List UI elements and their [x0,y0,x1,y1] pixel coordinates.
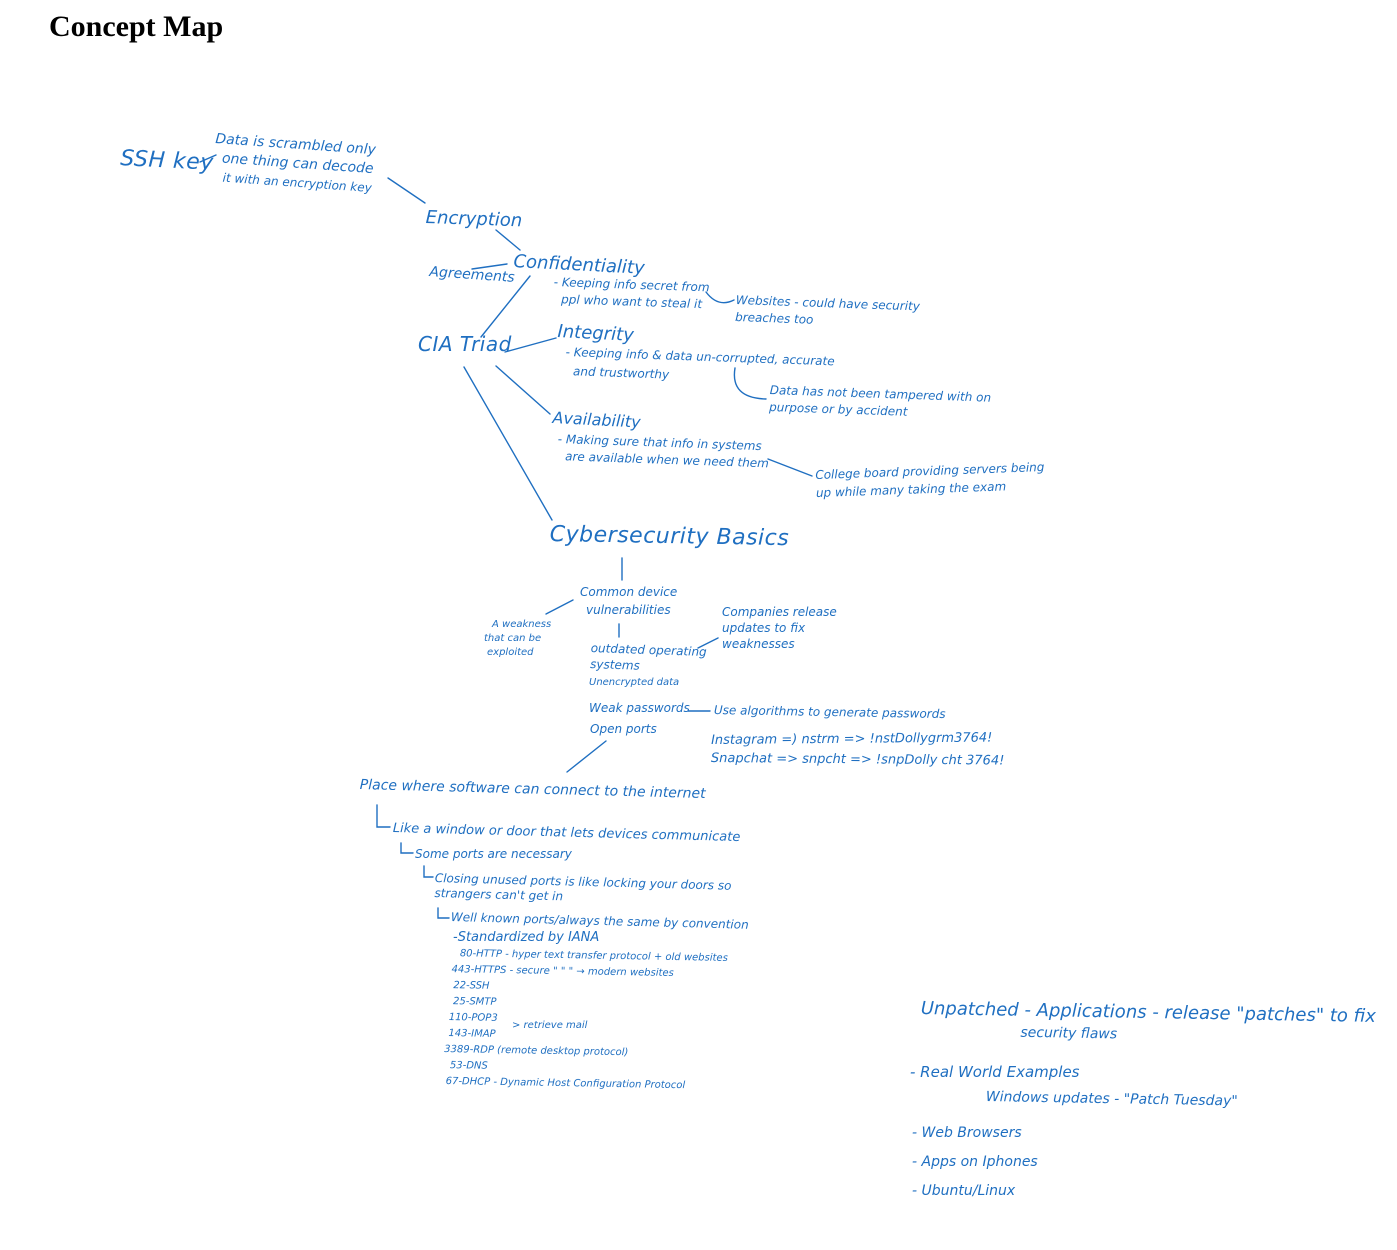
node-outdated-os: outdated operating systems [590,640,707,676]
link-encryption-confidentiality [495,229,521,251]
node-encryption-description: Data is scrambled only one thing can dec… [212,130,377,198]
node-agreements: Agreements [428,264,516,286]
link-cia-availability [495,365,551,415]
node-real-world-examples: - Real World Examples [910,1063,1080,1081]
node-outdated-os-note: Companies release updates to fix weaknes… [722,604,837,652]
text-line: vulnerabilities [586,603,671,617]
node-ports-definition: Place where software can connect to the … [359,777,706,803]
link-cia-cybersecurity [463,366,553,521]
text-line: exploited [487,647,534,658]
node-availability-description: - Making sure that info in systems are a… [557,431,770,472]
link-ports-l4 [437,907,450,919]
node-confidentiality-description: - Keeping info secret from ppl who want … [553,274,710,313]
link-ports-l1 [376,804,391,828]
link-desc-encryption [387,177,426,204]
node-ports-iana: -Standardized by IANA [453,930,600,945]
node-open-ports: Open ports [590,722,657,736]
node-apps-iphones: - Apps on Iphones [912,1154,1038,1170]
node-common-vulnerabilities: Common device vulnerabilities [580,583,677,619]
node-ubuntu-linux: - Ubuntu/Linux [912,1183,1016,1199]
link-open-ports-def [566,740,607,773]
node-unencrypted-data: Unencrypted data [589,677,680,688]
node-cia-triad: CIA Triad [418,332,512,356]
link-ports-l3 [423,865,434,878]
node-password-example-2: Snapchat => snpcht => !snpDolly cht 3764… [710,751,1005,769]
node-cybersecurity-basics: Cybersecurity Basics [549,522,790,552]
node-ssh-key: SSH key [119,146,215,176]
node-password-example-1: Instagram =) nstrm => !nstDollygrm3764! [710,730,993,748]
node-availability-example: College board providing servers being up… [815,458,1045,502]
text-line: weaknesses [722,637,795,651]
node-weak-passwords-note: Use algorithms to generate passwords [713,703,946,722]
page-title: Concept Map [49,10,224,43]
node-web-browsers: - Web Browsers [912,1125,1022,1141]
text-line: that can be [484,633,542,644]
text-line: Common device [580,585,678,599]
node-ports-level-3: Closing unused ports is like locking you… [434,871,731,909]
node-mail-note: > retrieve mail [512,1020,588,1031]
node-integrity-example: Data has not been tampered with on purpo… [769,382,992,424]
link-availability-example [767,458,813,477]
text-line: updates to fix [722,621,806,635]
link-ports-l2 [400,842,414,854]
node-encryption: Encryption [425,207,523,232]
node-windows-updates: Windows updates - "Patch Tuesday" [985,1089,1238,1110]
node-vulnerability-definition: A weakness that can be exploited [484,618,551,660]
text-line: A weakness [492,619,552,630]
node-confidentiality-example: Websites - could have security breaches … [735,292,920,332]
node-ports-level-1: Like a window or door that lets devices … [392,821,741,846]
link-confidentiality-example [705,291,735,304]
text-line: Companies release [722,605,837,619]
link-cia-integrity [504,337,557,353]
node-unpatched: Unpatched - Applications - release "patc… [920,998,1376,1050]
node-weak-passwords: Weak passwords [589,701,690,715]
node-availability: Availability [552,408,642,432]
node-ports-level-2: Some ports are necessary [415,847,572,861]
link-common-weakness [545,599,574,615]
